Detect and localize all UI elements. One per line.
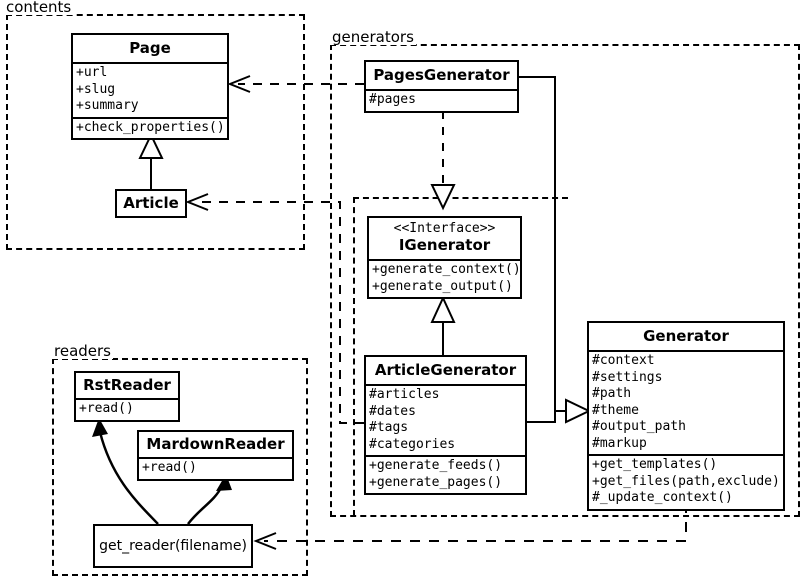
class-pages-generator[interactable]: PagesGenerator #pages: [364, 60, 519, 113]
attribute: #pages: [369, 92, 416, 107]
class-article-generator-name: ArticleGenerator: [374, 361, 517, 379]
class-pages-generator-attributes: #pages: [366, 89, 517, 111]
class-page-name: Page: [129, 39, 171, 57]
attribute: #settings: [592, 369, 663, 385]
class-mardown-reader-operations: +read(): [139, 457, 292, 479]
class-rst-reader-name: RstReader: [83, 376, 171, 394]
package-contents-label: contents: [4, 0, 74, 16]
class-page-attributes: +url +slug +summary: [73, 62, 227, 117]
operation: +check_properties(): [76, 119, 225, 135]
attribute: #markup: [592, 435, 647, 451]
class-igenerator[interactable]: <<Interface>> IGenerator +generate_conte…: [367, 216, 522, 299]
attribute: +slug: [76, 81, 116, 97]
operation: +read(): [142, 460, 197, 475]
function-get-reader[interactable]: get_reader(filename): [93, 524, 253, 568]
attribute: #theme: [592, 402, 639, 418]
attribute: #tags: [369, 420, 409, 435]
operation: +generate_feeds(): [369, 458, 503, 473]
class-page[interactable]: Page +url +slug +summary +check_properti…: [71, 33, 229, 140]
attribute: +summary: [76, 98, 139, 113]
class-igenerator-label: IGenerator: [398, 236, 491, 254]
attribute: +url: [76, 65, 108, 80]
package-readers-label: readers: [52, 342, 113, 360]
class-article[interactable]: Article: [115, 189, 187, 218]
class-generator[interactable]: Generator #context #settings #path #them…: [587, 321, 785, 511]
operation: #_update_context(): [592, 490, 733, 505]
attribute: #path: [592, 386, 632, 401]
class-mardown-reader[interactable]: MardownReader +read(): [137, 430, 294, 481]
operation: +generate_pages(): [369, 474, 503, 490]
class-rst-reader[interactable]: RstReader +read(): [74, 371, 180, 422]
operation: +generate_output(): [372, 278, 513, 294]
attribute: #output_path: [592, 419, 686, 434]
operation: +read(): [79, 401, 134, 416]
package-contents: [6, 14, 305, 250]
attribute: #articles: [369, 387, 440, 402]
package-readers: [52, 358, 308, 576]
class-rst-reader-operations: +read(): [76, 398, 178, 420]
operation: +generate_context(): [372, 262, 521, 277]
function-get-reader-label: get_reader(filename): [99, 538, 247, 554]
operation: +get_templates(): [592, 457, 718, 472]
class-igenerator-operations: +generate_context() +generate_output(): [369, 259, 521, 297]
class-pages-generator-name: PagesGenerator: [373, 66, 510, 84]
package-generators-label: generators: [330, 28, 416, 46]
class-generator-operations: +get_templates() +get_files(path,exclude…: [589, 454, 783, 509]
operation: +get_files(path,exclude): [592, 473, 780, 489]
attribute: #context: [592, 353, 655, 368]
class-article-generator[interactable]: ArticleGenerator #articles #dates #tags …: [364, 355, 527, 495]
class-generator-attributes: #context #settings #path #theme #output_…: [589, 350, 783, 454]
attribute: #categories: [369, 436, 456, 452]
class-article-generator-attributes: #articles #dates #tags #categories: [366, 384, 525, 455]
class-igenerator-name: <<Interface>> IGenerator: [369, 218, 520, 259]
attribute: #dates: [369, 403, 416, 419]
class-article-name: Article: [123, 194, 179, 212]
class-article-generator-operations: +generate_feeds() +generate_pages(): [366, 455, 525, 493]
class-page-operations: +check_properties(): [73, 116, 227, 139]
class-igenerator-stereotype: <<Interface>>: [393, 221, 496, 236]
class-mardown-reader-name: MardownReader: [146, 435, 285, 453]
class-generator-name: Generator: [643, 327, 729, 345]
